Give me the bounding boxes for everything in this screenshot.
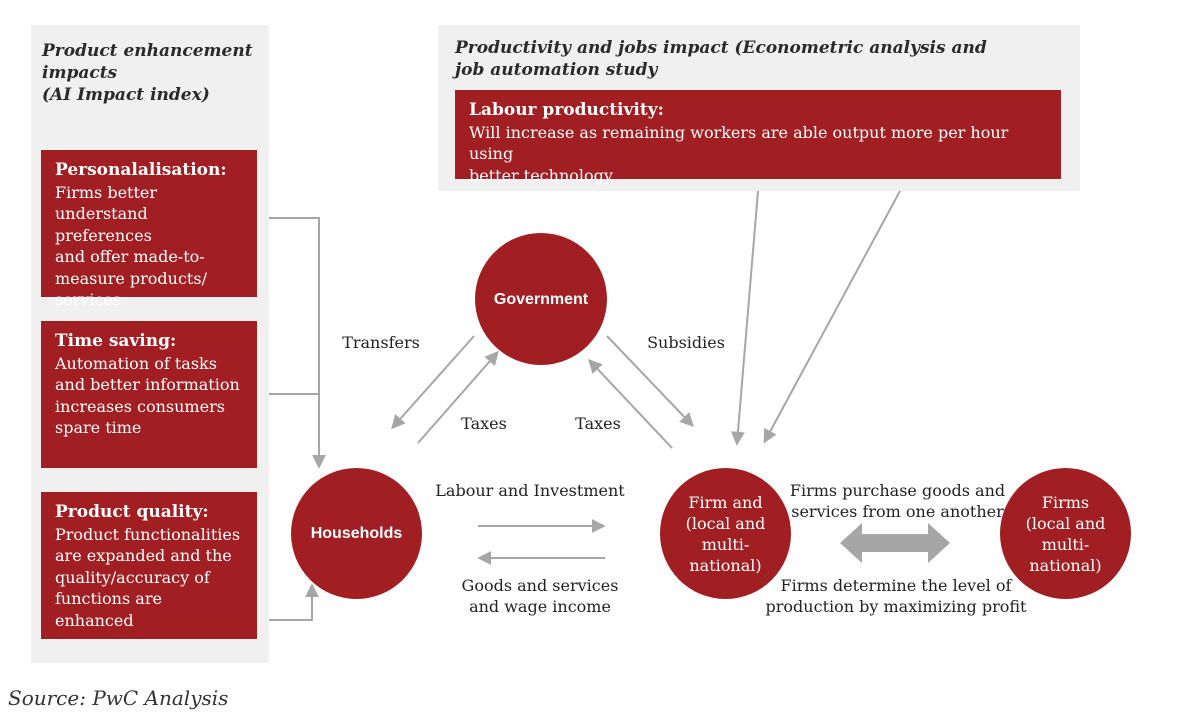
arrow-productivity-left xyxy=(730,190,759,446)
personalisation-text: Firms better understand preferences and … xyxy=(55,182,207,310)
product-quality-box: Product quality: Product functionalities… xyxy=(41,492,257,639)
double-arrow-firms xyxy=(840,523,950,563)
labour-productivity-text: Will increase as remaining workers are a… xyxy=(469,122,1009,185)
taxes-right-label: Taxes xyxy=(575,414,621,433)
arrow-taxes-households xyxy=(417,350,499,444)
personalisation-title: Personalalisation: xyxy=(55,160,227,180)
left-panel-title: Product enhancement impacts (AI Impact i… xyxy=(42,41,253,105)
labour-investment-label: Labour and Investment xyxy=(435,481,625,500)
firms-determine-label: Firms determine the level of production … xyxy=(765,576,1027,616)
subsidies-label: Subsidies xyxy=(647,333,725,352)
top-panel-title: Productivity and jobs impact (Econometri… xyxy=(455,38,987,80)
personalisation-box: Personalalisation: Firms better understa… xyxy=(41,150,257,309)
firms-purchase-label: Firms purchase goods and services from o… xyxy=(789,481,1006,521)
product-quality-title: Product quality: xyxy=(55,502,209,522)
labour-productivity-box: Labour productivity: Will increase as re… xyxy=(455,90,1061,185)
time-saving-box: Time saving: Automation of tasks and bet… xyxy=(41,321,257,468)
households-node: Households xyxy=(291,468,422,599)
product-quality-text: Product functionalities are expanded and… xyxy=(55,524,241,630)
firm-node: Firm and (local and multi- national) xyxy=(660,468,791,599)
arrow-taxes-firm xyxy=(588,358,673,449)
connector-personalisation xyxy=(269,217,326,469)
arrow-productivity-right xyxy=(763,190,901,444)
labour-productivity-title: Labour productivity: xyxy=(469,100,664,120)
firms-node: Firms (local and multi- national) xyxy=(1000,468,1131,599)
time-saving-title: Time saving: xyxy=(55,331,177,351)
taxes-left-label: Taxes xyxy=(461,414,507,433)
time-saving-text: Automation of tasks and better informati… xyxy=(55,353,240,438)
source-note: Source: PwC Analysis xyxy=(8,686,229,710)
arrow-subsidies xyxy=(606,335,694,428)
connector-product-quality xyxy=(269,583,319,621)
government-node: Government xyxy=(475,233,607,365)
goods-services-label: Goods and services and wage income xyxy=(461,576,619,616)
transfers-label: Transfers xyxy=(342,333,420,352)
arrow-transfers xyxy=(391,335,475,430)
